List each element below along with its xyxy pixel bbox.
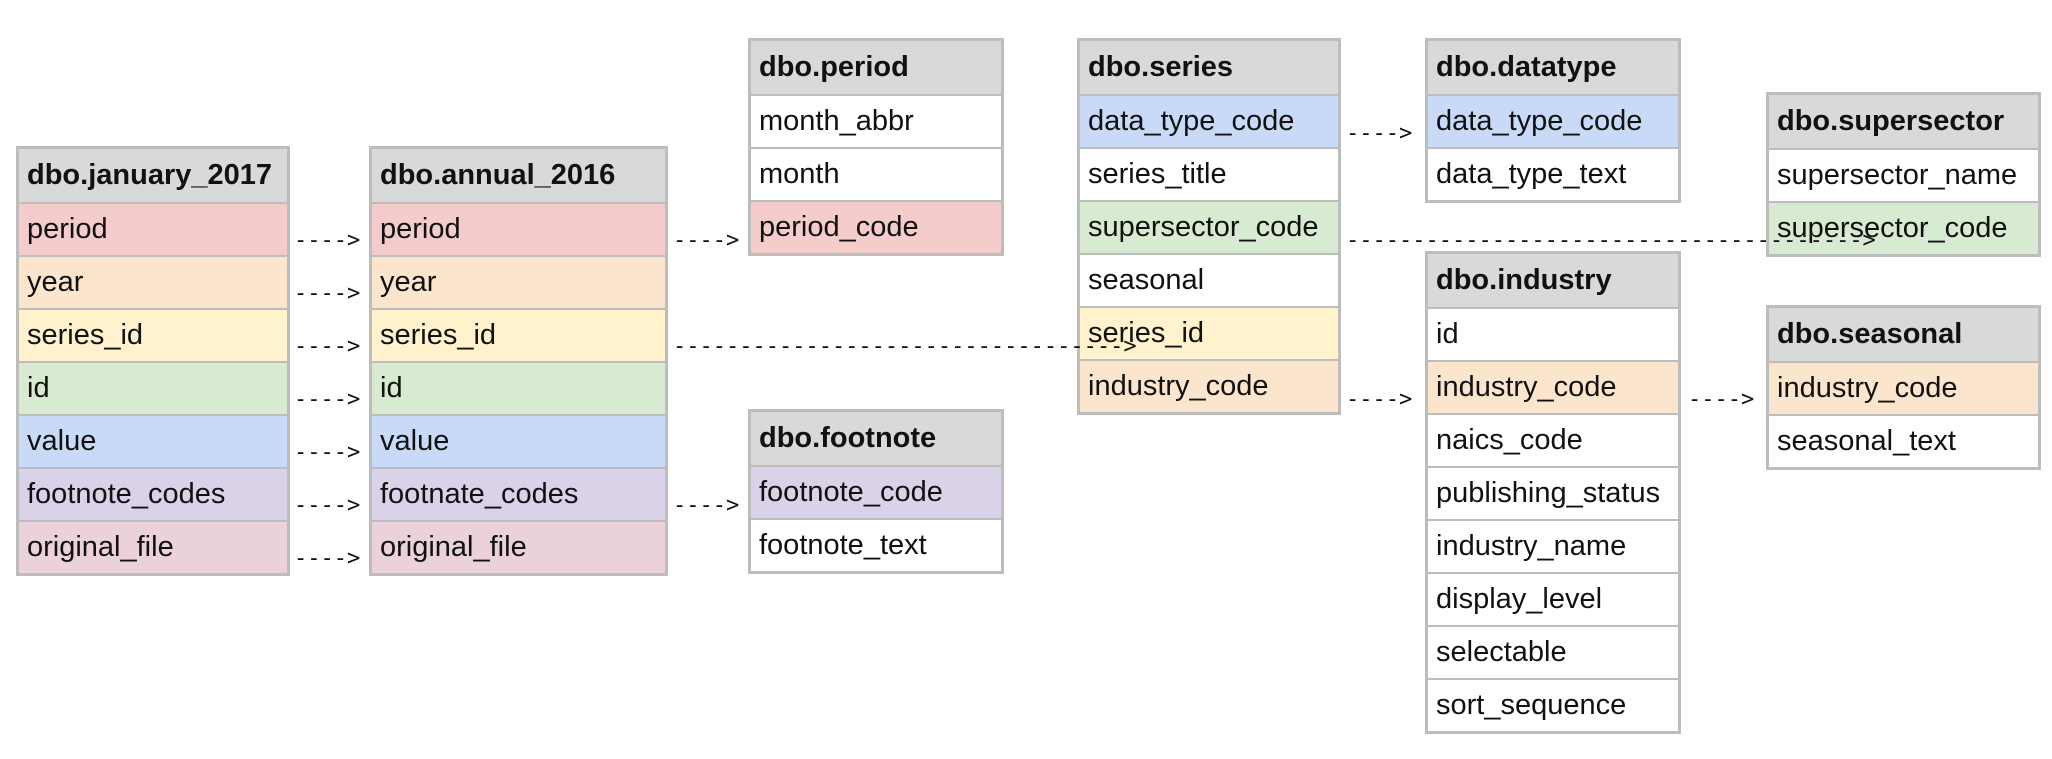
field-industry-code: industry_code [1080,359,1338,412]
field-series-id: series_id [1080,306,1338,359]
field-period: period [372,202,665,255]
arrow-annual-footnote: ----> [673,493,740,518]
arrow-jan-series_id: ----> [294,334,361,359]
arrow-jan-footnote_codes: ----> [294,493,361,518]
field-footnote-code: footnote_code [751,465,1001,518]
field-id: id [372,361,665,414]
arrow-series-industry: ----> [1346,387,1413,412]
field-id: id [1428,307,1678,360]
field-id: id [19,361,287,414]
arrow-jan-value: ----> [294,440,361,465]
arrow-annual-period: ----> [673,228,740,253]
table-header: dbo.period [751,41,1001,94]
arrow-jan-period: ----> [294,228,361,253]
field-data-type-code: data_type_code [1080,94,1338,147]
field-month-abbr: month_abbr [751,94,1001,147]
table-header: dbo.datatype [1428,41,1678,94]
arrow-industry-seasonal: ----> [1688,387,1755,412]
arrow-annual-series: ----------------------------------> [673,334,1137,359]
field-selectable: selectable [1428,625,1678,678]
field-naics-code: naics_code [1428,413,1678,466]
field-year: year [372,255,665,308]
field-supersector-code: supersector_code [1080,200,1338,253]
field-series-id: series_id [19,308,287,361]
table-header: dbo.industry [1428,254,1678,307]
table-header: dbo.supersector [1769,95,2038,148]
field-data-type-code: data_type_code [1428,94,1678,147]
field-series-id: series_id [372,308,665,361]
field-value: value [372,414,665,467]
table-header: dbo.seasonal [1769,308,2038,361]
field-industry-name: industry_name [1428,519,1678,572]
field-footnate-codes: footnate_codes [372,467,665,520]
table-header: dbo.annual_2016 [372,149,665,202]
field-year: year [19,255,287,308]
field-footnote-codes: footnote_codes [19,467,287,520]
field-original-file: original_file [372,520,665,573]
arrow-series-datatype: ----> [1346,121,1413,146]
field-sort-sequence: sort_sequence [1428,678,1678,731]
field-publishing-status: publishing_status [1428,466,1678,519]
field-supersector-code: supersector_code [1769,201,2038,254]
field-month: month [751,147,1001,200]
field-period-code: period_code [751,200,1001,253]
field-data-type-text: data_type_text [1428,147,1678,200]
field-supersector-name: supersector_name [1769,148,2038,201]
arrow-jan-year: ----> [294,281,361,306]
arrow-series-supersector: ---------------------------------------> [1346,228,1876,253]
field-display-level: display_level [1428,572,1678,625]
field-period: period [19,202,287,255]
field-value: value [19,414,287,467]
field-seasonal: seasonal [1080,253,1338,306]
table-header: dbo.footnote [751,412,1001,465]
field-seasonal-text: seasonal_text [1769,414,2038,467]
arrow-jan-original_file: ----> [294,546,361,571]
field-series-title: series_title [1080,147,1338,200]
table-header: dbo.january_2017 [19,149,287,202]
field-original-file: original_file [19,520,287,573]
arrow-jan-id: ----> [294,387,361,412]
field-footnote-text: footnote_text [751,518,1001,571]
field-industry-code: industry_code [1769,361,2038,414]
table-header: dbo.series [1080,41,1338,94]
field-industry-code: industry_code [1428,360,1678,413]
